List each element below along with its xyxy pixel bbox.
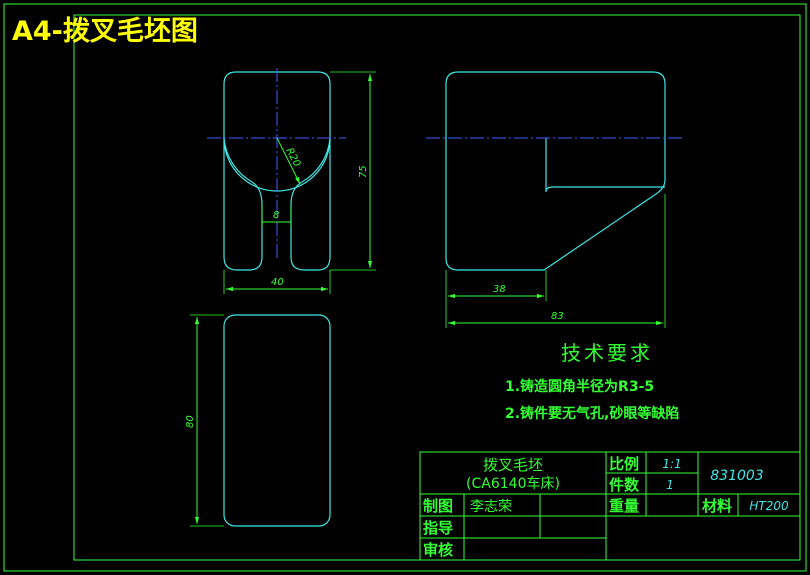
tb-material-label: 材料 [702,497,732,515]
tb-quantity-value: 1 [666,478,674,492]
tech-req-item-2: 2.铸件要无气孔,砂眼等缺陷 [505,405,679,422]
tb-part-name: 拨叉毛坯 [483,456,543,474]
tb-machine: (CA6140车床) [466,475,560,492]
radius-label: R20 [283,146,302,169]
front-view-outline [223,71,331,271]
sheet-title: A4-拨叉毛坯图 [12,16,198,47]
outer-frame [3,3,807,572]
title-block-text: 拨叉毛坯 (CA6140车床) 比例 1:1 件数 1 831003 制图 李志… [423,455,789,559]
tb-material-value: HT200 [749,499,789,513]
tech-req-item-1: 1.铸造圆角半径为R3-5 [505,378,654,395]
bottom-view-outline [223,314,331,527]
radius-leader [276,137,301,185]
title-block [419,451,801,561]
title-block-border [419,451,801,561]
tb-check-label: 审核 [423,541,453,559]
inner-width-label: 38 [493,284,506,295]
total-width-label: 83 [551,311,564,322]
neck-width-label: 8 [273,210,279,221]
tb-guide-label: 指导 [423,519,453,537]
side-view-inner-step [545,138,665,193]
tb-weight-label: 重量 [609,497,639,515]
tb-drawn-label: 制图 [423,497,453,515]
tech-req-heading: 技术要求 [561,341,653,365]
tb-quantity-label: 件数 [609,476,640,494]
side-view: 38 83 [426,71,682,328]
bottom-height-label: 80 [185,415,196,428]
tb-scale-label: 比例 [609,455,639,473]
technical-requirements: 技术要求 1.铸造圆角半径为R3-5 2.铸件要无气孔,砂眼等缺陷 [505,341,679,422]
tb-scale-value: 1:1 [662,457,681,471]
tb-drawing-number: 831003 [710,468,763,484]
front-view: R20 8 75 40 [207,68,376,294]
side-view-outline [445,71,666,271]
width-label: 40 [271,277,284,288]
tb-drawn-by: 李志荣 [470,499,512,515]
bottom-view: 80 [185,314,331,527]
height-label: 75 [358,165,369,178]
inner-frame [73,14,801,561]
